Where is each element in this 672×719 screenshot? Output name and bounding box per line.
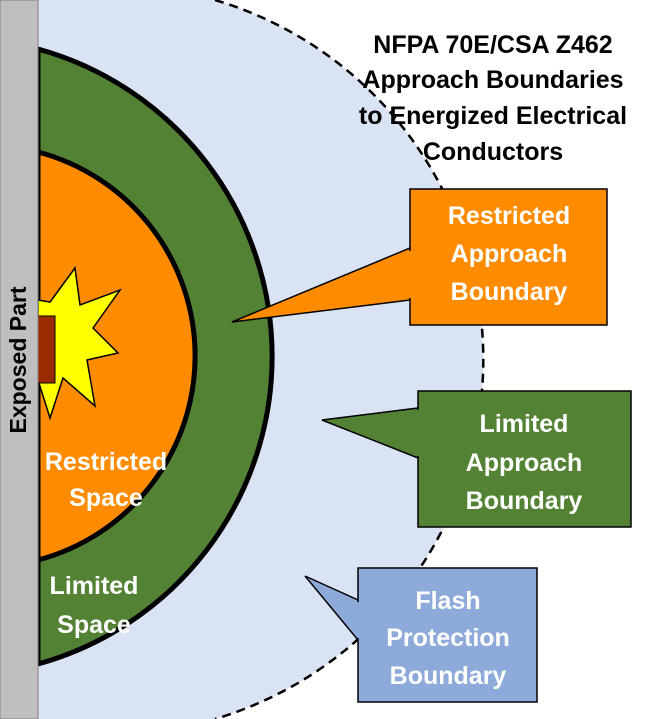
title-line: Approach Boundaries	[362, 66, 623, 94]
title: NFPA 70E/CSA Z462 Approach Boundaries to…	[359, 31, 627, 166]
exposed-conductor	[37, 315, 56, 384]
callout-line: Approach	[451, 240, 568, 268]
flash-protection-boundary-line	[214, 0, 485, 719]
space-label-line: Limited	[50, 572, 139, 600]
exposed-part-wall	[0, 0, 39, 719]
restricted-space-zone	[35, 148, 198, 564]
callout-box	[409, 188, 608, 326]
callout-box	[357, 567, 538, 703]
callout-line: Boundary	[466, 487, 583, 515]
callout-line: Flash	[415, 587, 480, 615]
restricted-space-label: Restricted Space	[45, 448, 167, 512]
callout-line: Protection	[386, 624, 510, 652]
restricted-approach-callout: Restricted Approach Boundary	[231, 188, 608, 326]
callout-line: Boundary	[390, 662, 507, 690]
space-label-line: Space	[57, 611, 131, 639]
limited-approach-callout: Limited Approach Boundary	[321, 390, 632, 528]
exposed-part-label: Exposed Part	[5, 286, 31, 433]
space-label-line: Restricted	[45, 448, 167, 476]
limited-space-label: Limited Space	[50, 572, 139, 639]
title-line: NFPA 70E/CSA Z462	[373, 31, 612, 59]
callout-line: Boundary	[451, 278, 568, 306]
space-label-line: Space	[69, 484, 143, 512]
flash-protection-callout: Flash Protection Boundary	[304, 567, 538, 703]
callout-line: Limited	[480, 410, 569, 438]
title-line: Conductors	[423, 138, 563, 166]
callout-box	[417, 390, 632, 528]
title-line: to Energized Electrical	[359, 102, 627, 130]
callout-line: Approach	[466, 449, 583, 477]
callout-line: Restricted	[448, 202, 570, 230]
